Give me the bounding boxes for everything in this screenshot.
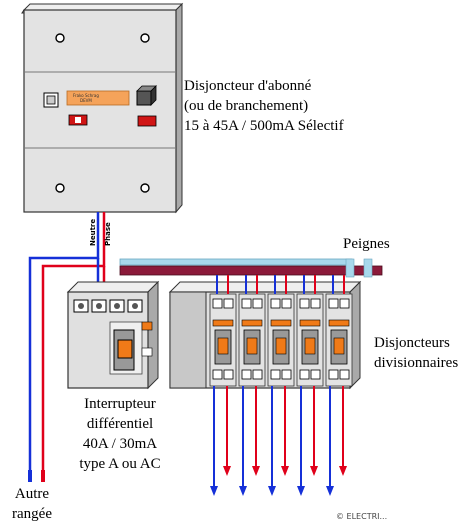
breaker-terminal — [281, 369, 292, 380]
breaker-toggle — [217, 337, 229, 355]
breaker-rating-strip — [299, 319, 321, 327]
breaker-terminal — [223, 369, 234, 380]
main-breaker-label-3: 15 à 45A / 500mA Sélectif — [184, 118, 344, 134]
breakers-label-1: Disjoncteurs — [374, 335, 450, 351]
breaker-terminal — [270, 298, 281, 309]
rcd-module — [66, 280, 160, 390]
neutral-arrow-icon — [268, 486, 276, 496]
breaker-terminal — [310, 298, 321, 309]
rcd-label-3: 40A / 30mA — [82, 436, 158, 452]
breaker-terminal — [270, 369, 281, 380]
neutral-arrow-icon — [326, 486, 334, 496]
neutral-arrow-icon — [210, 486, 218, 496]
comb-bars — [119, 258, 383, 278]
breaker-terminal — [299, 298, 310, 309]
main-breaker-label-1: Disjoncteur d'abonné — [184, 78, 312, 94]
breaker-terminal — [328, 369, 339, 380]
breaker-module — [209, 275, 237, 387]
breaker-toggle — [275, 337, 287, 355]
breaker-terminal — [212, 298, 223, 309]
breaker-module — [267, 275, 295, 387]
phase-arrow-icon — [281, 466, 289, 476]
breaker-terminal — [212, 369, 223, 380]
breaker-terminal — [339, 298, 350, 309]
other-row-wire-ends — [28, 470, 45, 482]
watermark-text: © ELECTRI... — [336, 512, 388, 521]
breaker-terminal — [252, 298, 263, 309]
breaker-terminal — [252, 369, 263, 380]
svg-text:Frako Schrag: Frako Schrag — [73, 93, 99, 98]
breaker-terminal — [241, 298, 252, 309]
breaker-terminal — [223, 298, 234, 309]
rcd-label-1: Interrupteur — [84, 396, 156, 412]
breaker-module — [325, 275, 353, 387]
breaker-terminal — [241, 369, 252, 380]
phase-arrow-icon — [252, 466, 260, 476]
breaker-rating-strip — [270, 319, 292, 327]
breaker-rating-strip — [328, 319, 350, 327]
neutral-wire-label: Neutre — [89, 219, 97, 246]
other-row-label-2: rangée — [12, 506, 52, 522]
breakers-group — [209, 275, 353, 387]
breaker-terminal — [299, 369, 310, 380]
breaker-terminal — [281, 298, 292, 309]
breaker-toggle — [333, 337, 345, 355]
other-row-label-1: Autre — [14, 486, 50, 502]
breaker-module — [296, 275, 324, 387]
phase-arrow-icon — [310, 466, 318, 476]
phase-arrow-icon — [339, 466, 347, 476]
main-breaker-label-2: (ou de branchement) — [184, 98, 309, 114]
breaker-terminal — [328, 298, 339, 309]
breaker-terminal — [310, 369, 321, 380]
breaker-rating-strip — [241, 319, 263, 327]
breakers-label-2: divisionnaires — [374, 355, 459, 371]
breaker-toggle — [246, 337, 258, 355]
breaker-rating-strip — [212, 319, 234, 327]
breaker-terminal — [339, 369, 350, 380]
breaker-module — [238, 275, 266, 387]
breaker-toggle — [304, 337, 316, 355]
phase-arrow-icon — [223, 466, 231, 476]
svg-text:DEVM: DEVM — [80, 98, 92, 103]
output-wires — [210, 386, 347, 496]
rcd-label-4: type A ou AC — [79, 456, 161, 472]
neutral-arrow-icon — [297, 486, 305, 496]
main-breaker-housing: Frako Schrag DEVM — [21, 2, 184, 214]
neutral-arrow-icon — [239, 486, 247, 496]
phase-wire-label: Phase — [104, 222, 112, 246]
rcd-label-2: différentiel — [86, 416, 154, 432]
combs-label: Peignes — [343, 236, 390, 252]
